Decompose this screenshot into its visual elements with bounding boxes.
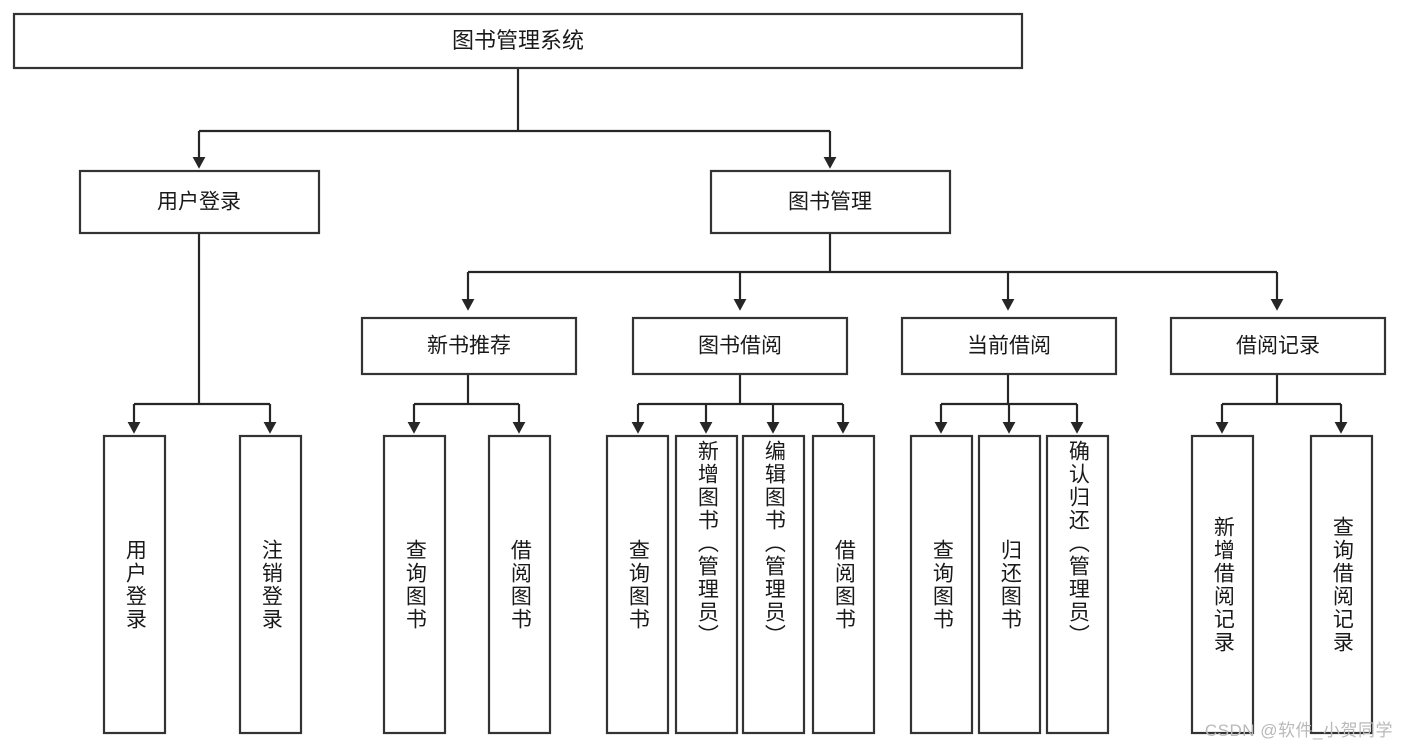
leaf-box-borrow-record-1[interactable] xyxy=(1190,434,1255,735)
leaf-box-new-book-2[interactable] xyxy=(487,434,552,735)
leaf-box-user-login-1[interactable] xyxy=(102,434,167,735)
connector-group-book-manage xyxy=(461,233,1284,311)
node-root[interactable]: 图书管理系统 xyxy=(12,12,1024,70)
connector-group-borrow-record xyxy=(1215,374,1348,434)
leaf-box-current-borrow-1[interactable] xyxy=(909,434,974,735)
leaf-box-new-book-1[interactable] xyxy=(382,434,447,735)
node-new-book-recommend-label: 新书推荐 xyxy=(427,335,511,358)
node-borrow-record[interactable]: 借阅记录 xyxy=(1169,316,1387,376)
leaf-box-user-login-2[interactable] xyxy=(238,434,303,735)
connector-group-current-borrow xyxy=(934,374,1084,434)
connector-group-book-borrow xyxy=(631,374,850,434)
leaf-box-current-borrow-3[interactable] xyxy=(1045,434,1110,735)
watermark-text: CSDN @软件_小贺同学 xyxy=(1204,721,1393,740)
connector-group-root xyxy=(192,68,837,169)
node-new-book-recommend-box[interactable] xyxy=(360,316,578,376)
node-book-manage-box[interactable] xyxy=(709,169,952,235)
node-current-borrow-box[interactable] xyxy=(900,316,1118,376)
leaf-box-book-borrow-2[interactable] xyxy=(674,434,739,735)
node-book-borrow-label: 图书借阅 xyxy=(698,335,782,358)
node-new-book-recommend[interactable]: 新书推荐 xyxy=(360,316,578,376)
connector-group-user-login xyxy=(127,233,277,434)
leaf-box-current-borrow-2[interactable] xyxy=(977,434,1042,735)
leaf-box-book-borrow-4[interactable] xyxy=(811,434,876,735)
node-user-login[interactable]: 用户登录 xyxy=(78,169,321,235)
leaf-box-book-borrow-3[interactable] xyxy=(741,434,806,735)
node-current-borrow[interactable]: 当前借阅 xyxy=(900,316,1118,376)
leaf-box-borrow-record-2[interactable] xyxy=(1309,434,1374,735)
leaf-boxes xyxy=(102,434,1374,735)
node-book-borrow-box[interactable] xyxy=(631,316,849,376)
node-root-label: 图书管理系统 xyxy=(452,28,584,53)
connector-group-new-book xyxy=(407,374,526,434)
node-user-login-box[interactable] xyxy=(78,169,321,235)
node-borrow-record-box[interactable] xyxy=(1169,316,1387,376)
node-current-borrow-label: 当前借阅 xyxy=(967,335,1051,358)
node-user-login-label: 用户登录 xyxy=(157,191,241,214)
node-book-manage[interactable]: 图书管理 xyxy=(709,169,952,235)
leaf-box-book-borrow-1[interactable] xyxy=(605,434,670,735)
node-book-manage-label: 图书管理 xyxy=(788,191,872,214)
node-book-borrow[interactable]: 图书借阅 xyxy=(631,316,849,376)
node-borrow-record-label: 借阅记录 xyxy=(1236,335,1320,358)
node-root-box[interactable] xyxy=(12,12,1024,70)
